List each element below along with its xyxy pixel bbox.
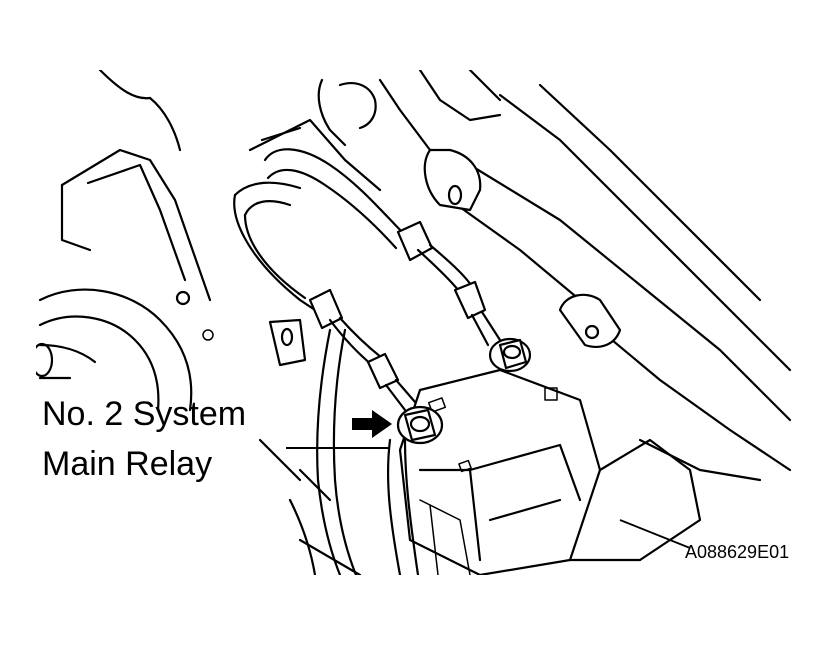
- pointer-arrow-icon: [352, 410, 392, 438]
- background-structure: [36, 70, 792, 575]
- figure-code: A088629E01: [685, 542, 790, 562]
- figure-code-leader: [619, 519, 691, 549]
- callout-leader: [286, 410, 392, 449]
- callout-label-line2: Main Relay: [42, 445, 213, 483]
- battery-cables: [233, 148, 532, 445]
- callout-label-line1: No. 2 System: [42, 395, 247, 433]
